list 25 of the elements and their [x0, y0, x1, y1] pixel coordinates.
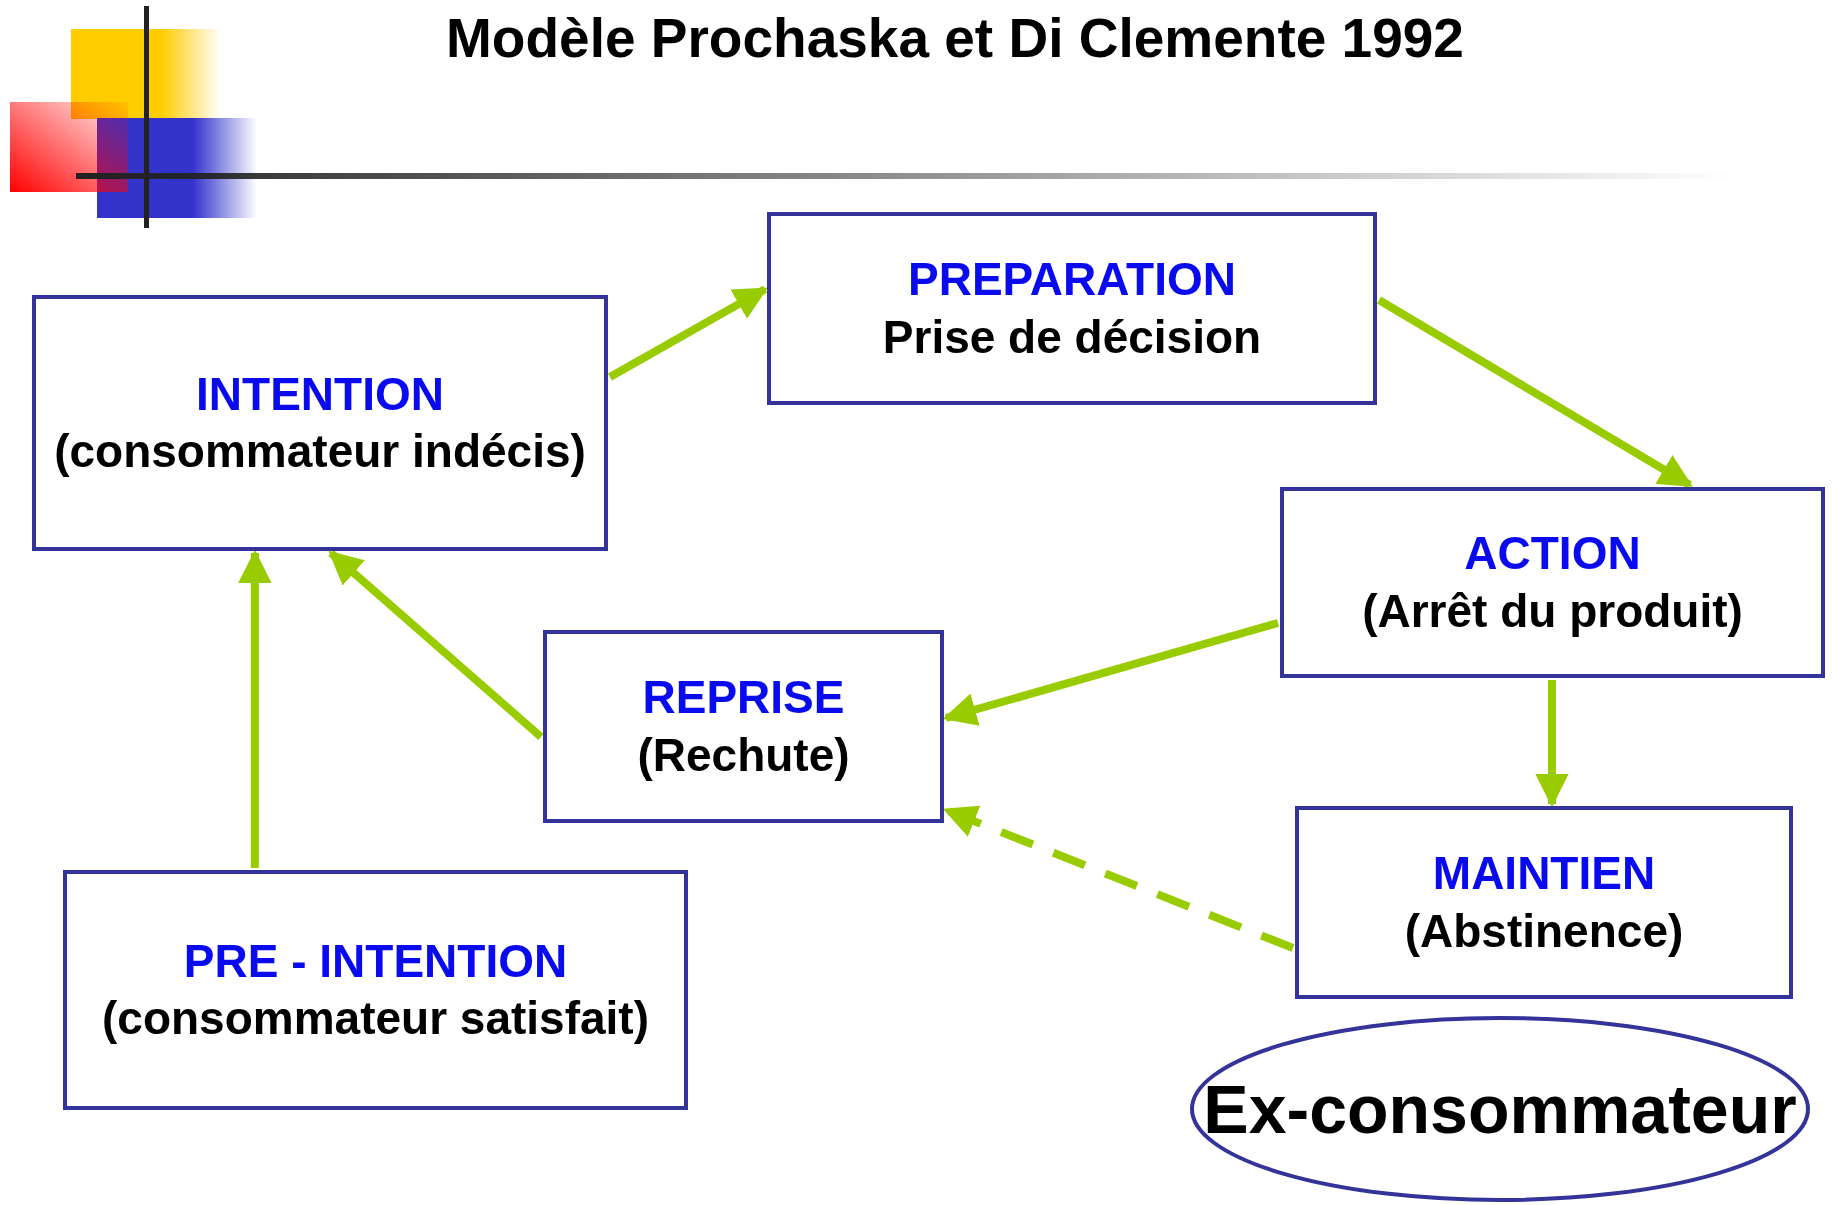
stage-description: (Rechute) [637, 727, 850, 783]
stage-description: (Arrêt du produit) [1362, 583, 1743, 639]
stage-description: (consommateur satisfait) [102, 991, 649, 1046]
stage-title: ACTION [1464, 526, 1641, 581]
stage-description: (Abstinence) [1404, 903, 1684, 959]
stage-title: MAINTIEN [1432, 846, 1656, 901]
title: Modèle Prochaska et Di Clemente 1992 [445, 8, 1465, 69]
stage-box [767, 212, 1377, 405]
stage-box [543, 630, 944, 823]
stage-box [1295, 806, 1793, 999]
stage-title: PRE - INTENTION [183, 933, 568, 989]
stage-title: REPRISE [642, 670, 845, 725]
stage-title: INTENTION [196, 366, 444, 422]
stage-description: Prise de décision [882, 309, 1262, 365]
arrow [1376, 296, 1693, 489]
stage-box [63, 870, 688, 1110]
arrow [1535, 680, 1569, 808]
stage-description: (consommateur indécis) [54, 424, 586, 479]
arrow [608, 285, 768, 381]
stage-title: PREPARATION [908, 252, 1236, 307]
stage-description: Ex-consommateur [1203, 1069, 1797, 1149]
arrow [238, 549, 272, 868]
arrow [328, 550, 544, 740]
stage-box [1280, 487, 1825, 678]
stage-box [32, 295, 608, 551]
